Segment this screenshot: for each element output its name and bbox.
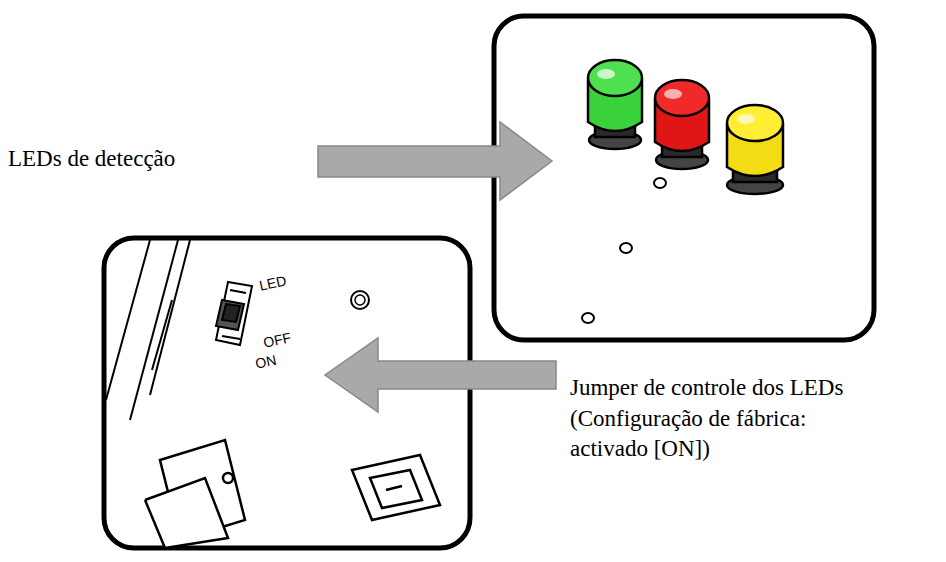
- board-edge: [106, 240, 190, 420]
- jumper: [216, 282, 252, 345]
- cable-gland: [352, 455, 440, 520]
- mount-holes: [582, 178, 666, 323]
- yellow-led: [727, 105, 783, 194]
- jumper-marking: ON: [254, 353, 277, 371]
- callout-label: Jumper de controle dos LEDs: [570, 373, 843, 403]
- callout-note: (Configuração de fábrica: activado [ON]): [570, 404, 870, 464]
- switch: [145, 440, 245, 548]
- jumper-panel: [104, 238, 470, 548]
- callout-label: LEDs de detecção: [8, 144, 175, 174]
- red-led: [655, 80, 709, 169]
- screw-hole: [351, 291, 369, 309]
- green-led: [588, 60, 642, 149]
- pointer-arrow: [318, 122, 552, 200]
- pointer-arrow: [325, 338, 556, 412]
- led-panel: [494, 16, 874, 340]
